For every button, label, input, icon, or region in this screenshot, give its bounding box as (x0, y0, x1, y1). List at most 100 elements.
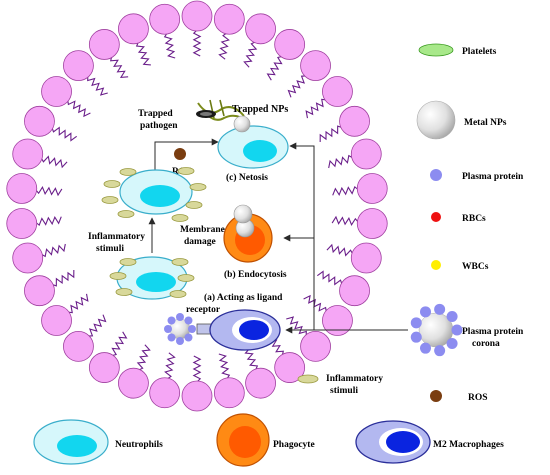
lipid-tail (51, 269, 75, 287)
inflammatory-stimulus-icon (119, 168, 137, 176)
lipid-head (6, 173, 38, 204)
activated-neutrophil (119, 169, 193, 215)
plasma-protein-icon (176, 313, 184, 321)
lipid-head (350, 242, 382, 274)
plasma-protein-icon (420, 306, 431, 318)
lipid-head (63, 50, 94, 81)
lipid-head (118, 13, 149, 45)
inflammatory-stimulus-icon (115, 288, 133, 296)
lipid-head (322, 76, 353, 107)
inflammatory-stimulus-icon (185, 201, 203, 209)
plasma-protein-corona-icon (410, 303, 463, 357)
m2-macrophage-cell (209, 309, 281, 351)
plasma-protein-icon (164, 325, 172, 333)
lipid-head (12, 138, 44, 170)
lipid-tail (40, 155, 68, 169)
legend-phagocyte: Phagocyte (273, 440, 315, 450)
lipid-tail (218, 32, 230, 60)
lipid-head (41, 76, 72, 107)
label-inflammatory-stimuli-bottom: Inflammatory stimuli (326, 374, 385, 396)
lipid-head (88, 352, 120, 383)
label-trapped-nps: Trapped NPs (232, 104, 288, 115)
lipid-head (24, 275, 55, 307)
inflammatory-stimulus-icon (177, 167, 195, 175)
lipid-tail (35, 185, 63, 197)
lipid-tail (40, 243, 66, 258)
label-receptor: receptor (186, 305, 221, 315)
lipid-tail (163, 32, 176, 59)
plasma-protein-icon (176, 337, 184, 345)
lipid-head (300, 50, 331, 81)
lipid-head (213, 3, 245, 35)
lipid-head (41, 305, 72, 336)
plasma-protein-icon (184, 333, 193, 342)
bottom-legend: Neutrophils Phagocyte M2 Macrophages (33, 413, 504, 467)
plasma-protein-icon (430, 169, 442, 181)
inflammatory-stimuli-cluster (101, 167, 207, 222)
plasma-protein-icon (167, 333, 176, 342)
lipid-head (63, 331, 94, 362)
pathway-arrows (148, 138, 408, 334)
lipid-tail (243, 41, 258, 68)
wbc-icon (431, 260, 441, 270)
label-netosis: (c) Netosis (226, 172, 268, 183)
legend-m2-macrophages: M2 Macrophages (433, 440, 504, 450)
ros-icon (174, 148, 186, 160)
inflammatory-stimulus-icon (103, 180, 121, 188)
inflammatory-stimulus-icon (297, 374, 319, 384)
lipid-tail (332, 185, 359, 196)
plasma-protein-icon (188, 325, 196, 333)
lipid-tail (328, 154, 354, 169)
plasma-protein-icon (410, 317, 422, 329)
lipid-tail (218, 353, 231, 380)
lipid-tail (331, 215, 359, 227)
lipid-head (213, 377, 245, 409)
label-membrane-damage: Membrane damage (180, 225, 227, 247)
lipid-tail (136, 344, 151, 371)
inflammatory-stimulus-icon (101, 196, 119, 204)
lipid-tail (319, 125, 343, 143)
label-trapped-pathogen: Trapped pathogen (138, 109, 178, 131)
lipid-tail (164, 352, 176, 380)
inflammatory-stimulus-icon (109, 272, 127, 280)
lipid-tail (192, 29, 202, 57)
plasma-protein-icon (167, 316, 176, 325)
lipid-tail (303, 294, 327, 313)
trapped-pathogen-core (200, 112, 212, 116)
lipid-head (274, 29, 306, 60)
lipid-tail (51, 126, 78, 142)
lipid-head (6, 208, 38, 239)
lipid-head (118, 367, 149, 399)
lipid-tail (286, 316, 307, 337)
lipid-head (339, 105, 370, 137)
lipid-tail (67, 293, 89, 314)
plasma-protein-icon (446, 311, 458, 323)
platelet-icon (418, 43, 454, 57)
lipid-head (88, 29, 120, 60)
lipid-head (322, 305, 353, 336)
lipid-tail (111, 331, 128, 357)
lipid-tail (87, 75, 108, 96)
inflammatory-stimulus-icon (171, 214, 189, 222)
plasma-protein-icon (434, 345, 446, 357)
lipid-tail (135, 41, 151, 66)
lipid-tail (266, 55, 283, 81)
phagocyte-legend-inner (229, 426, 261, 458)
lipid-head (24, 105, 55, 137)
ligand-corona (164, 313, 196, 345)
lipid-head (149, 377, 181, 409)
label-inflammatory-stimuli: Inflammatory stimuli (88, 232, 147, 254)
lipid-head (181, 380, 213, 412)
lipid-head (12, 242, 44, 274)
neutrophil-legend-nucleus (57, 435, 97, 457)
lipid-tail (287, 75, 307, 98)
lipid-tail (110, 56, 129, 79)
inflammatory-stimulus-icon (189, 183, 207, 191)
lipid-tail (87, 314, 107, 337)
lipid-tail (35, 216, 62, 227)
inflammatory-stimulus-icon (177, 274, 195, 282)
plasma-protein-icon (420, 342, 431, 354)
plasma-protein-icon (451, 324, 463, 336)
legend-plasma-protein-corona: Plasma protein corona (462, 327, 526, 349)
